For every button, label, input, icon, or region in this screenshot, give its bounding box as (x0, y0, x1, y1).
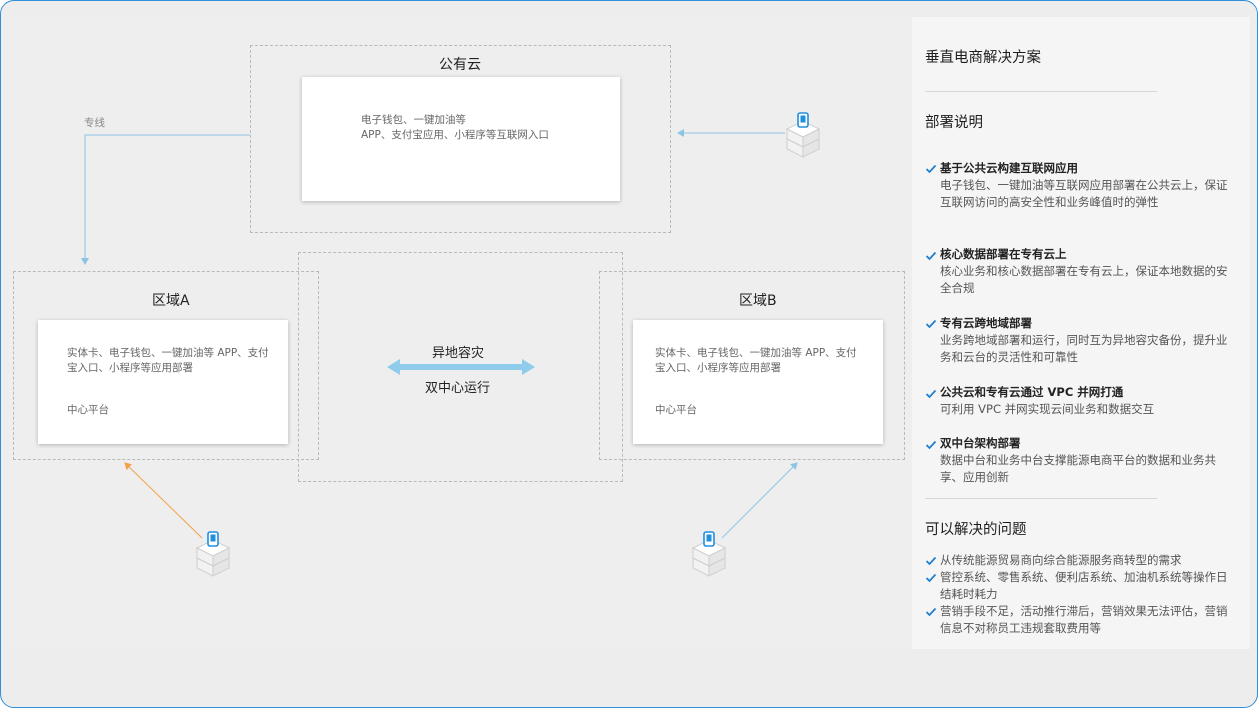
check-icon (925, 607, 937, 617)
public-cloud-line2: APP、支付宝应用、小程序等互联网入口 (361, 129, 549, 141)
check-icon (925, 251, 937, 261)
region-a-platform: 中心平台 (67, 404, 109, 416)
dedicated-line-connector (81, 134, 250, 265)
bidirectional-arrow (387, 359, 535, 375)
deploy-item-desc: 电子钱包、一键加油等互联网应用部署在公共云上，保证互联网访问的高安全性和业务峰值… (940, 178, 1228, 209)
phone-cube-icon (196, 531, 230, 577)
check-icon (925, 556, 937, 566)
dedicated-line-label: 专线 (84, 117, 105, 129)
deploy-item-desc: 数据中台和业务中台支撑能源电商平台的数据和业务共享、应用创新 (940, 453, 1216, 484)
deploy-item-title: 基于公共云构建互联网应用 (940, 161, 1078, 175)
problem-item: 管控系统、零售系统、便利店系统、加油机系统等操作日结耗时耗力 (940, 570, 1228, 601)
deploy-item-title: 核心数据部署在专有云上 (940, 247, 1067, 261)
disaster-recovery-zone (298, 252, 623, 482)
check-icon (925, 440, 937, 450)
check-icon (925, 164, 937, 174)
public-cloud-zone (250, 45, 671, 233)
region-b-platform: 中心平台 (655, 404, 697, 416)
deploy-item-title: 公共云和专有云通过 VPC 并网打通 (940, 385, 1124, 399)
deploy-item-desc: 业务跨地域部署和运行，同时互为异地容灾备份，提升业务和云台的灵活性和可靠性 (940, 333, 1228, 364)
deploy-item-desc: 可利用 VPC 并网实现云间业务和数据交互 (940, 402, 1155, 416)
check-icon (925, 389, 937, 399)
deploy-item-title: 专有云跨地域部署 (940, 316, 1032, 330)
phone-cube-icon (786, 112, 820, 158)
region-a-desc: 实体卡、电子钱包、一键加油等 APP、支付宝入口、小程序等应用部署 (67, 347, 269, 374)
region-b-title: 区域B (739, 293, 777, 309)
region-a-card: 实体卡、电子钱包、一键加油等 APP、支付宝入口、小程序等应用部署 中心平台 (38, 320, 288, 444)
problem-item: 营销手段不足，活动推行滞后，营销效果无法评估，营销信息不对称员工违规套取费用等 (940, 604, 1228, 635)
region-b-desc: 实体卡、电子钱包、一键加油等 APP、支付宝入口、小程序等应用部署 (655, 347, 857, 374)
problem-item: 从传统能源贸易商向综合能源服务商转型的需求 (940, 553, 1182, 567)
phone-cube-icon (692, 531, 726, 577)
disaster-recovery-label: 异地容灾 (432, 346, 485, 361)
deploy-item-title: 双中台架构部署 (940, 436, 1021, 450)
panel-divider (925, 91, 1157, 92)
deploy-item-desc: 核心业务和核心数据部署在专有云上，保证本地数据的安全合规 (940, 264, 1228, 295)
problems-heading: 可以解决的问题 (925, 522, 1027, 538)
region-a-zone (13, 271, 319, 460)
dual-center-label: 双中心运行 (425, 381, 491, 396)
panel-title: 垂直电商解决方案 (925, 50, 1041, 66)
check-icon (925, 573, 937, 583)
region-b-zone (599, 271, 905, 460)
user-to-region-a-arrow (124, 462, 203, 539)
panel-divider (925, 498, 1157, 499)
public-cloud-line1: 电子钱包、一键加油等 (361, 114, 466, 126)
deploy-heading: 部署说明 (925, 115, 983, 131)
region-a-title: 区域A (152, 293, 190, 309)
public-cloud-title: 公有云 (439, 57, 481, 73)
region-b-card: 实体卡、电子钱包、一键加油等 APP、支付宝入口、小程序等应用部署 中心平台 (633, 320, 883, 444)
check-icon (925, 319, 937, 329)
info-panel (912, 17, 1250, 649)
public-cloud-card: 电子钱包、一键加油等 APP、支付宝应用、小程序等互联网入口 (302, 77, 620, 201)
user-to-region-b-arrow (721, 462, 798, 539)
